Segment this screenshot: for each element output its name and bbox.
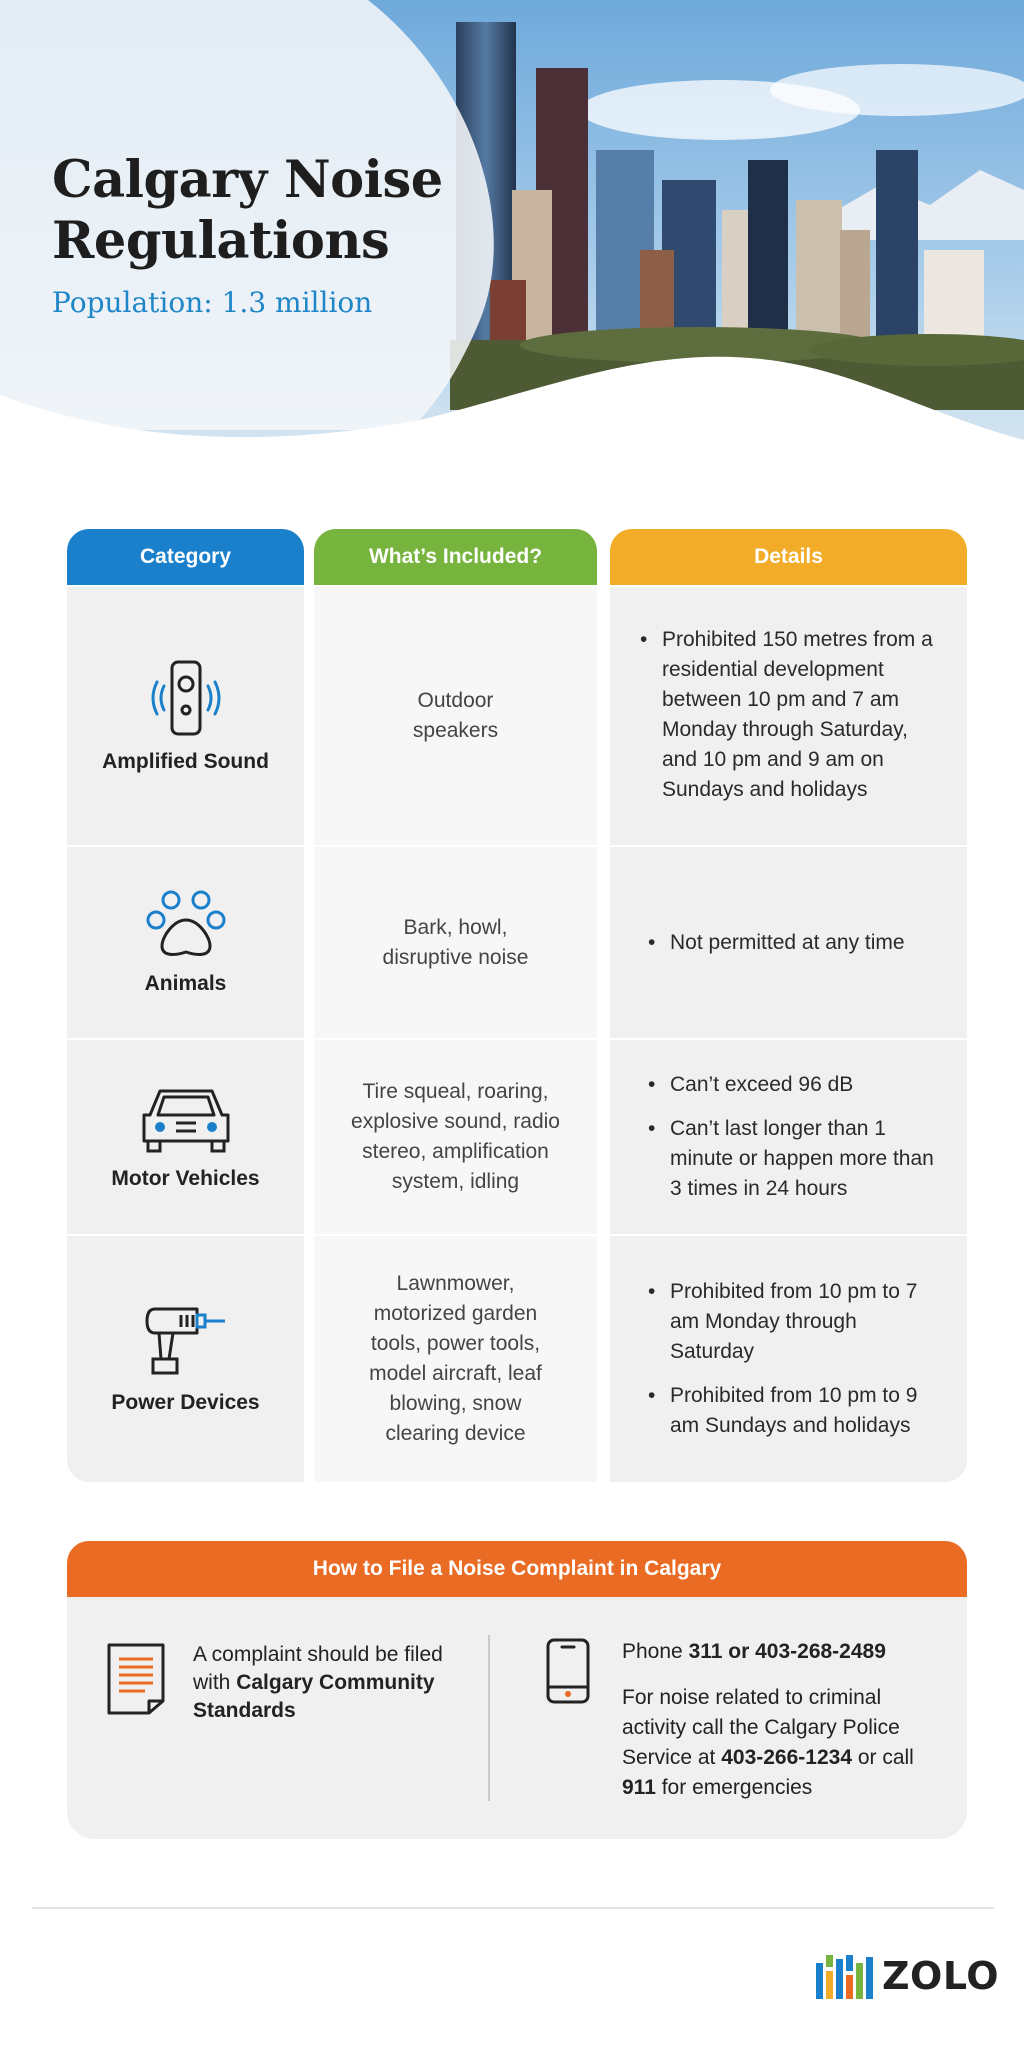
police-text: for emergencies [655, 1776, 813, 1799]
included-column: What’s Included? Outdoor speakers Bark, … [314, 529, 597, 1482]
complaint-title: How to File a Noise Complaint in Calgary [67, 1541, 967, 1597]
complaint-filing-text: A complaint should be filed with Calgary… [193, 1641, 453, 1725]
included-cell: Bark, howl, disruptive noise [314, 845, 597, 1038]
filing-text: A complaint should be filed with [193, 1643, 443, 1694]
zolo-bars-icon [816, 1955, 873, 1999]
phone-number-text: Phone 311 or 403-268-2489 [622, 1637, 942, 1667]
details-list: Can’t exceed 96 dB Can’t last longer tha… [610, 1070, 967, 1204]
police-number: 403-266-1234 [721, 1746, 852, 1769]
complaint-section: How to File a Noise Complaint in Calgary… [67, 1541, 967, 1839]
phone-number: 311 or 403-268-2489 [688, 1640, 886, 1663]
police-contact-text: For noise related to criminal activity c… [622, 1683, 942, 1803]
details-list: Prohibited from 10 pm to 7 am Monday thr… [610, 1277, 967, 1441]
complaint-body: A complaint should be filed with Calgary… [67, 1597, 967, 1839]
included-cell: Tire squeal, roaring, explosive sound, r… [314, 1038, 597, 1234]
included-line: system, idling [391, 1170, 520, 1193]
included-line: Lawnmower, [396, 1272, 515, 1295]
included-line: explosive sound, radio [351, 1110, 560, 1133]
noise-regulations-table: Category Amplified Sound Animals [67, 529, 967, 1482]
included-cell: Lawnmower, motorized garden tools, power… [314, 1234, 597, 1482]
included-text: Tire squeal, roaring, explosive sound, r… [327, 1077, 584, 1197]
category-label: Amplified Sound [102, 750, 269, 773]
filing-agency: Calgary Community Standards [193, 1671, 435, 1722]
included-line: motorized garden [373, 1302, 538, 1325]
included-line: tools, power tools, [370, 1332, 541, 1355]
included-line: Outdoor [417, 689, 494, 712]
page-title-line-2: Regulations [52, 211, 390, 271]
details-header: Details [610, 529, 967, 585]
divider [488, 1635, 490, 1801]
details-item: Prohibited from 10 pm to 9 am Sundays an… [648, 1381, 937, 1441]
page-title: Calgary Noise Regulations [52, 150, 472, 272]
category-cell-animals: Animals [67, 845, 304, 1038]
included-line: speakers [412, 719, 499, 742]
footer-divider [32, 1907, 994, 1909]
category-header: Category [67, 529, 304, 585]
calgary-skyline-image [0, 0, 1024, 460]
document-icon [107, 1643, 165, 1715]
included-header: What’s Included? [314, 529, 597, 585]
speaker-icon [151, 660, 220, 736]
included-line: model aircraft, leaf [369, 1362, 542, 1385]
included-cell: Outdoor speakers [314, 585, 597, 845]
included-line: clearing device [385, 1422, 526, 1445]
category-cell-motor-vehicles: Motor Vehicles [67, 1038, 304, 1234]
drill-icon [145, 1307, 225, 1375]
details-item: Prohibited 150 metres from a residential… [640, 625, 937, 805]
details-cell: Not permitted at any time [610, 845, 967, 1038]
included-text: Lawnmower, motorized garden tools, power… [345, 1269, 566, 1449]
included-line: disruptive noise [382, 945, 529, 969]
included-text: Outdoor speakers [389, 686, 522, 746]
included-line: stereo, amplification [362, 1140, 549, 1163]
category-label: Motor Vehicles [111, 1167, 260, 1190]
details-item: Can’t exceed 96 dB [648, 1070, 937, 1100]
included-text: Bark, howl, disruptive noise [359, 913, 553, 973]
details-list: Not permitted at any time [610, 928, 967, 958]
logo-text: ZOLO [882, 1954, 1000, 1998]
category-label: Animals [144, 971, 227, 995]
hero-banner: Calgary Noise Regulations Population: 1.… [0, 0, 1024, 460]
police-text: For noise related to criminal activity c… [622, 1686, 900, 1769]
details-cell: Prohibited 150 metres from a residential… [610, 585, 967, 845]
category-column: Category Amplified Sound Animals [67, 529, 304, 1482]
details-item: Not permitted at any time [648, 928, 937, 958]
details-column: Details Prohibited 150 metres from a res… [610, 529, 967, 1482]
phone-icon [546, 1638, 590, 1704]
details-list: Prohibited 150 metres from a residential… [610, 625, 967, 805]
category-cell-power-devices: Power Devices [67, 1234, 304, 1482]
details-item: Can’t last longer than 1 minute or happe… [648, 1114, 937, 1204]
police-text: or call [852, 1746, 914, 1769]
category-cell-amplified-sound: Amplified Sound [67, 585, 304, 845]
emergency-number: 911 [622, 1776, 656, 1799]
phone-prefix: Phone [622, 1640, 689, 1663]
included-line: Tire squeal, roaring, [362, 1080, 549, 1103]
paw-icon [146, 890, 225, 956]
page-title-line-1: Calgary Noise [52, 150, 443, 210]
included-line: blowing, snow [389, 1392, 522, 1415]
zolo-logo: ZOLO [816, 1953, 999, 1999]
included-line: Bark, howl, [403, 915, 508, 939]
population-subtitle: Population: 1.3 million [52, 286, 373, 319]
category-label: Power Devices [111, 1391, 260, 1414]
details-cell: Can’t exceed 96 dB Can’t last longer tha… [610, 1038, 967, 1234]
details-cell: Prohibited from 10 pm to 7 am Monday thr… [610, 1234, 967, 1482]
details-item: Prohibited from 10 pm to 7 am Monday thr… [648, 1277, 937, 1367]
car-icon [142, 1089, 229, 1153]
